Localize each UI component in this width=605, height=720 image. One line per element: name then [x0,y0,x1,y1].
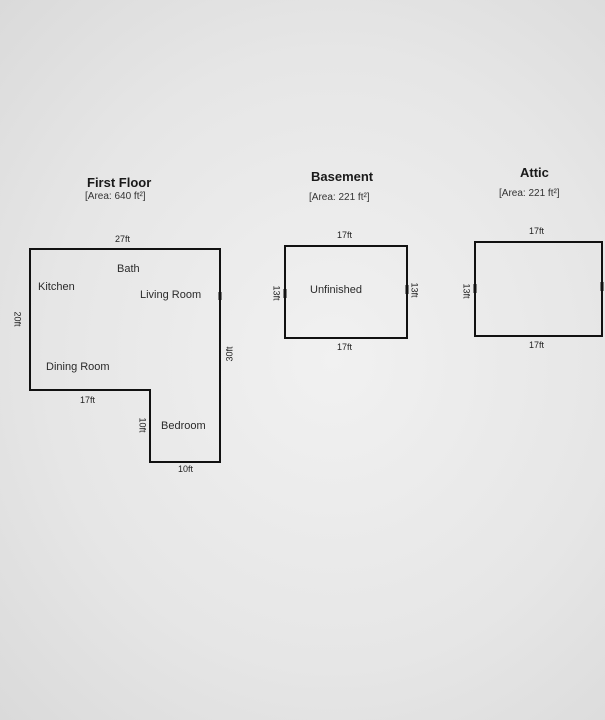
attic-title: Attic [520,165,549,180]
basement-dim-right: 13ft [409,282,420,298]
room-bedroom: Bedroom [161,420,206,432]
first-floor-dim-left: 20ft [12,311,23,327]
attic-outline [474,241,603,337]
room-dining-room: Dining Room [46,361,110,373]
room-living-room: Living Room [140,289,202,301]
first-floor-outline [29,248,221,463]
room-bath: Bath [117,263,140,275]
attic-dim-bottom: 17ft [529,340,545,350]
basement-dim-bottom: 17ft [337,342,353,352]
basement-dim-left: 13ft [271,285,282,301]
first-floor-dim-bottom: 10ft [178,464,194,474]
first-floor-dim-inner-bottom: 17ft [80,395,96,405]
attic-dim-left: 13ft [461,283,472,299]
attic-dim-top: 17ft [529,226,545,236]
basement-dim-top: 17ft [337,230,353,240]
first-floor-dim-right: 30ft [224,346,235,362]
basement-area: [Area: 221 ft²] [309,192,370,203]
first-floor-title: First Floor [87,175,152,190]
room-unfinished: Unfinished [310,284,362,296]
room-kitchen: Kitchen [38,281,75,293]
basement-title: Basement [311,169,374,184]
attic-area: [Area: 221 ft²] [499,188,560,199]
first-floor-area: [Area: 640 ft²] [85,191,146,202]
first-floor-dim-top: 27ft [115,234,131,244]
first-floor-dim-inner-side: 10ft [137,417,148,433]
